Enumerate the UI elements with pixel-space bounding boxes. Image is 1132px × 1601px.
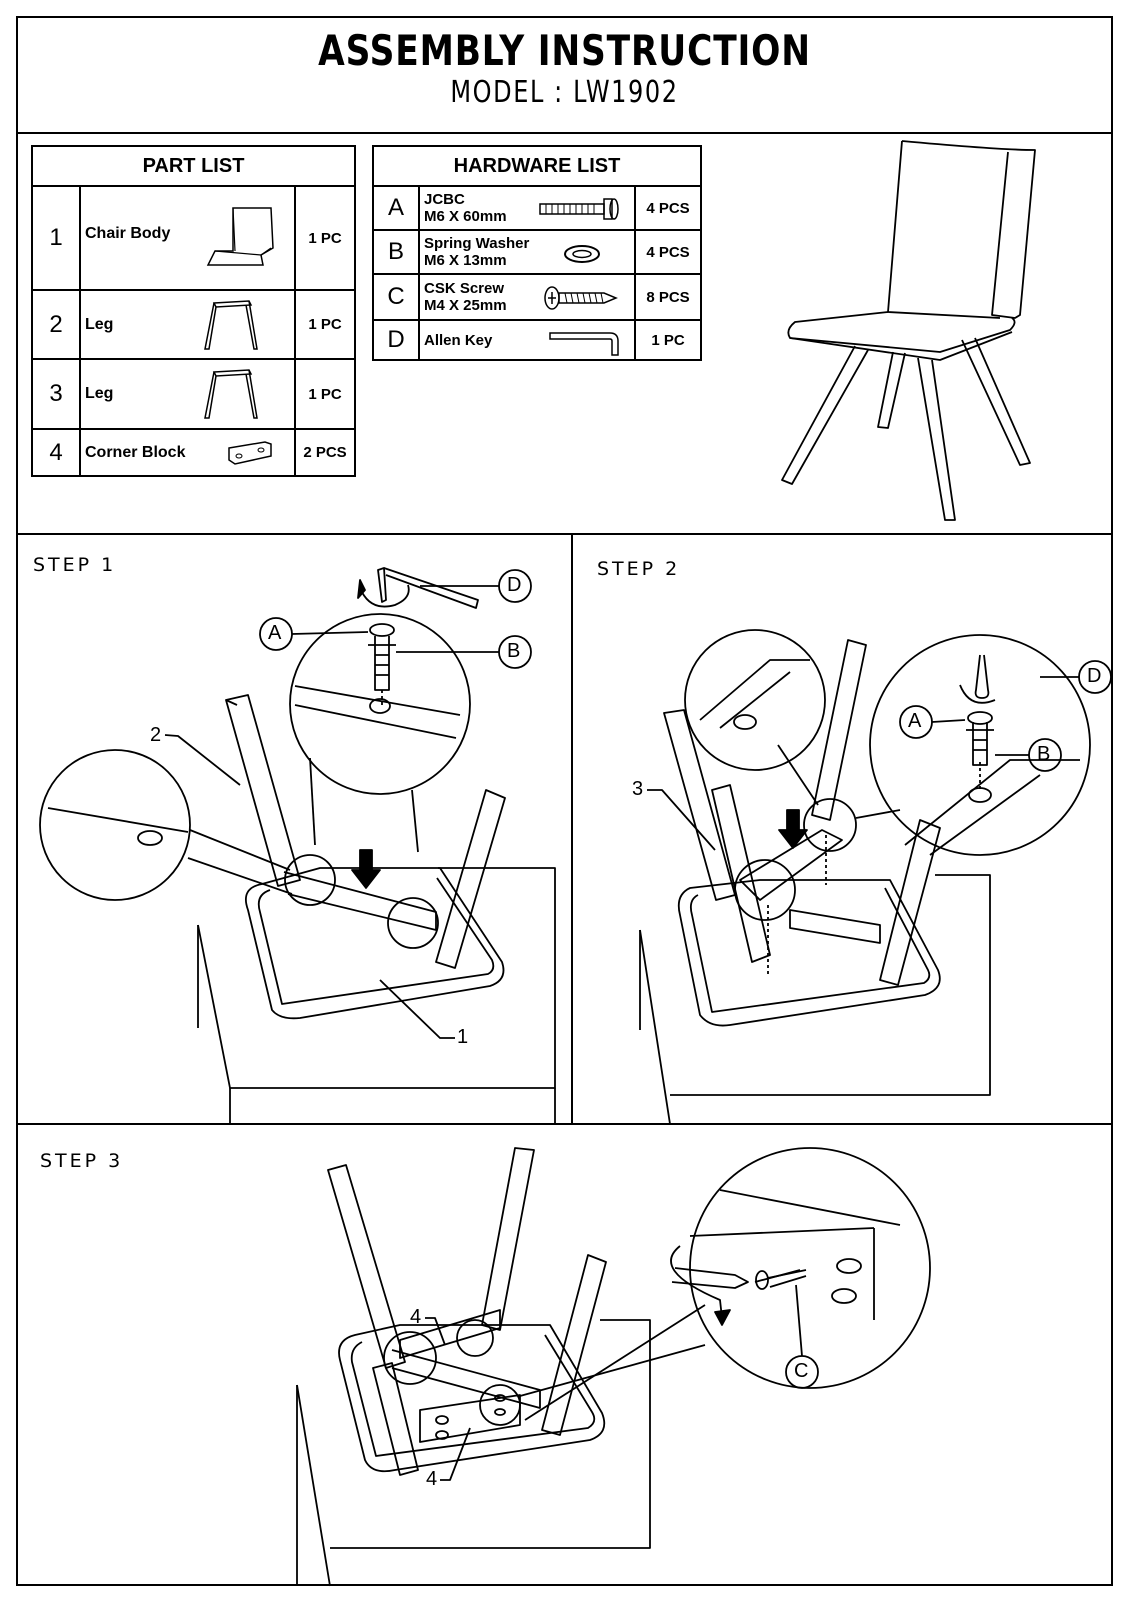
corner-block-icon — [228, 441, 272, 465]
washer-icon — [564, 245, 600, 263]
leg-icon — [204, 300, 258, 350]
page-frame — [16, 16, 1113, 1586]
hardware-spec: M6 X 60mm — [424, 208, 507, 225]
step2-label: STEP 2 — [597, 558, 681, 580]
screw-icon — [544, 286, 618, 310]
part-list-heading: PART LIST — [31, 145, 356, 187]
part-qty: 1 PC — [294, 289, 356, 360]
hardware-spec: M6 X 13mm — [424, 252, 507, 269]
step2-illustration — [639, 629, 1112, 1125]
callout-part-1: 1 — [457, 1026, 469, 1048]
table-row: D Allen Key 1 PC — [372, 319, 702, 361]
callout-c: C — [794, 1360, 809, 1382]
hardware-qty: 4 PCS — [634, 229, 702, 275]
hardware-qty: 1 PC — [634, 319, 702, 361]
part-name: Leg — [85, 385, 114, 402]
allen-key-icon — [549, 332, 619, 356]
callout-part-3: 3 — [632, 778, 644, 800]
callout-part-2: 2 — [150, 724, 162, 746]
header: ASSEMBLY INSTRUCTION MODEL : LW1902 — [16, 16, 1113, 134]
hardware-qty: 8 PCS — [634, 273, 702, 321]
part-qty: 2 PCS — [294, 428, 356, 477]
part-name: Leg — [85, 315, 114, 333]
callout-b: B — [1037, 743, 1051, 765]
callout-part-4: 4 — [426, 1468, 438, 1490]
step3-illustration — [296, 1147, 931, 1587]
part-name: Corner Block — [85, 443, 186, 461]
callout-a: A — [268, 622, 282, 644]
step1-label: STEP 1 — [33, 554, 117, 576]
part-number: 2 — [31, 289, 81, 360]
part-number: 1 — [31, 185, 81, 291]
part-number: 4 — [31, 428, 81, 477]
table-row: 2 Leg 1 PC — [31, 289, 356, 360]
hardware-name: JCBC — [424, 191, 465, 208]
step3-label: STEP 3 — [40, 1150, 124, 1172]
page-title: ASSEMBLY INSTRUCTION — [318, 26, 811, 75]
leg-icon — [204, 369, 258, 419]
bolt-icon — [539, 198, 619, 220]
hardware-letter: D — [372, 319, 420, 361]
assembled-chair-illustration — [781, 140, 1036, 521]
hardware-name: Allen Key — [424, 331, 493, 349]
table-row: 1 Chair Body 1 PC — [31, 185, 356, 291]
callout-b: B — [507, 640, 521, 662]
part-qty: 1 PC — [294, 185, 356, 291]
part-qty: 1 PC — [294, 358, 356, 430]
part-number: 3 — [31, 358, 81, 430]
part-list-table: PART LIST 1 Chair Body 1 PC 2 Leg 1 PC 3… — [31, 145, 356, 477]
hardware-letter: C — [372, 273, 420, 321]
hardware-letter: A — [372, 185, 420, 231]
part-name: Chair Body — [85, 225, 171, 242]
table-row: 4 Corner Block 2 PCS — [31, 428, 356, 477]
callout-part-4: 4 — [410, 1306, 422, 1328]
hardware-letter: B — [372, 229, 420, 275]
callout-a: A — [908, 710, 922, 732]
table-row: 3 Leg 1 PC — [31, 358, 356, 430]
hardware-name: Spring Washer — [424, 235, 530, 252]
callout-d: D — [507, 574, 522, 596]
chair-body-icon — [206, 207, 274, 266]
hardware-name: CSK Screw — [424, 280, 505, 297]
hardware-list-heading: HARDWARE LIST — [372, 145, 702, 187]
model-number: MODEL : LW1902 — [450, 75, 679, 110]
hardware-spec: M4 X 25mm — [424, 297, 507, 314]
step1-illustration — [39, 567, 556, 1124]
hardware-qty: 4 PCS — [634, 185, 702, 231]
callout-d: D — [1087, 665, 1102, 687]
